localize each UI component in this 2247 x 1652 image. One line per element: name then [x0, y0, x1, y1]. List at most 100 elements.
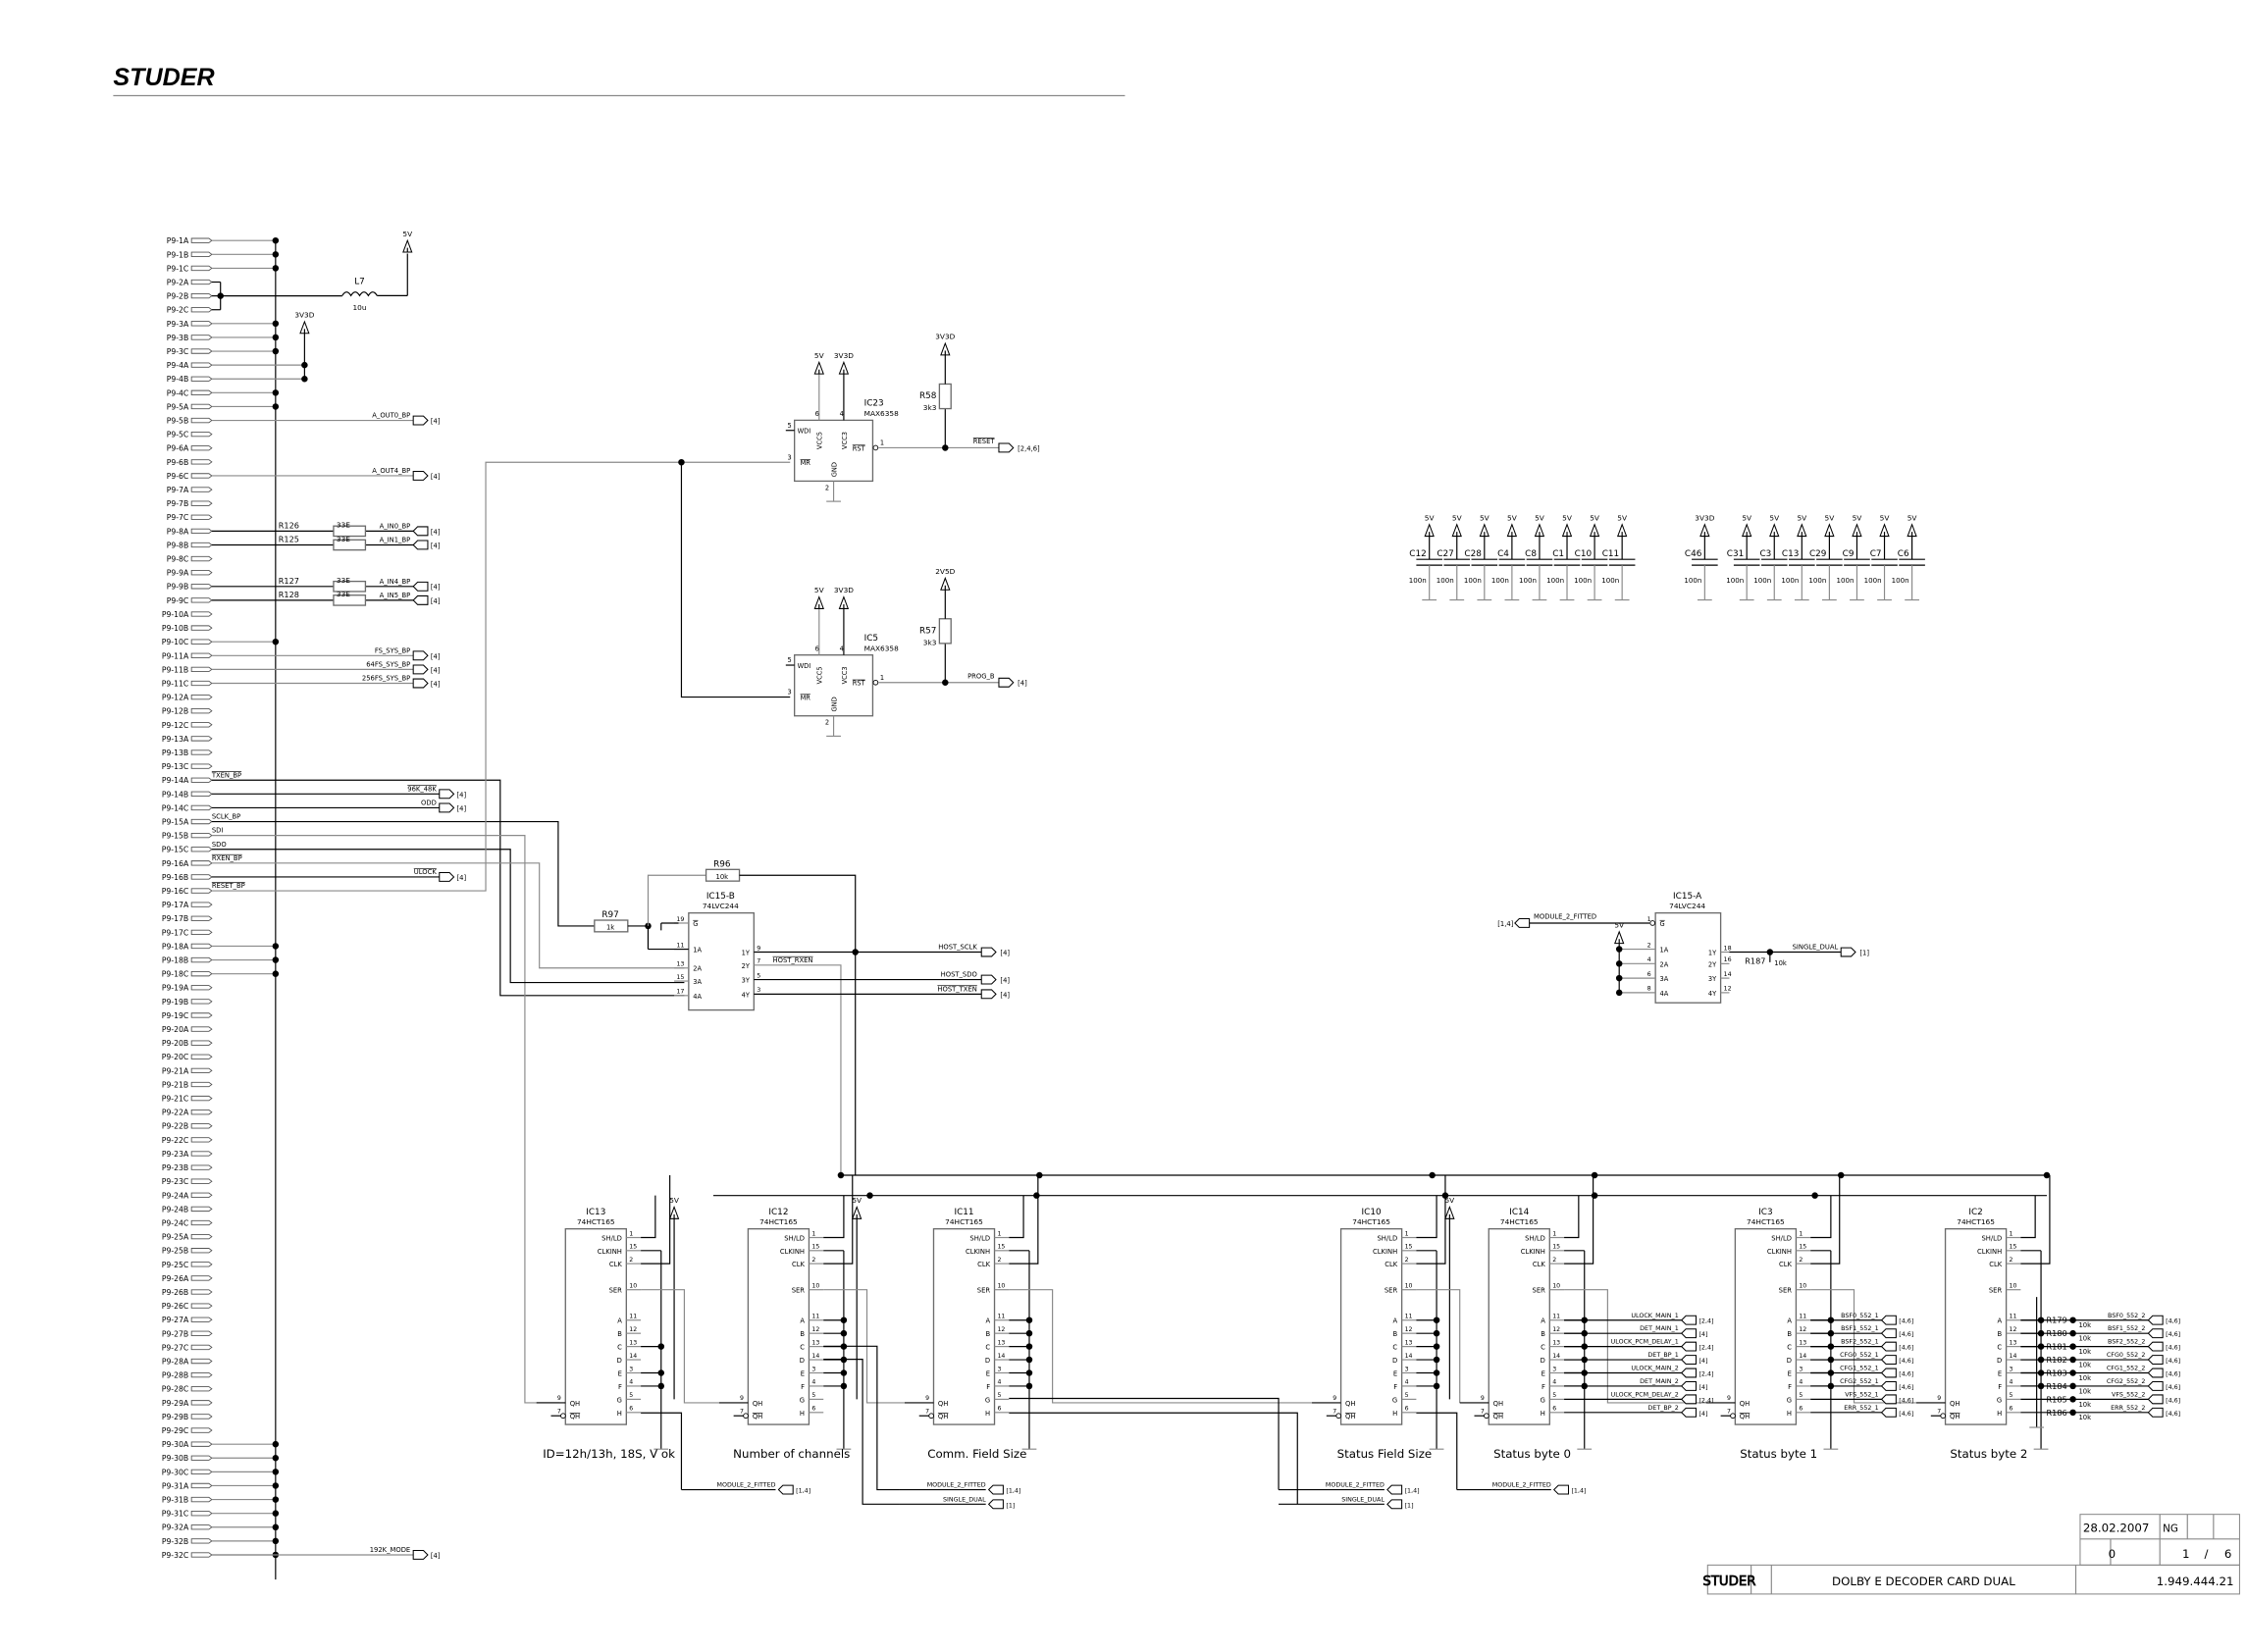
capacitor-ref: C1: [1552, 549, 1564, 559]
connector-pin-label: P9-14B: [162, 790, 188, 799]
signal-label: A_IN5_BP: [380, 592, 411, 599]
pin-label: RST: [853, 680, 866, 688]
component-body: [938, 383, 952, 410]
connector-pin-icon: [190, 403, 213, 410]
wire: [1416, 1195, 1437, 1239]
pin-label: D: [1392, 1357, 1397, 1365]
pin-label: H: [985, 1410, 990, 1418]
connector-pin-icon: [190, 1067, 213, 1074]
connector-pin-icon: [190, 292, 213, 299]
ic-ref: IC3: [1758, 1208, 1772, 1217]
connector-pin-label: P9-5B: [167, 417, 188, 426]
connector-pin-label: P9-32A: [162, 1523, 189, 1532]
connector-pin-icon: [190, 956, 213, 963]
pin-number: 2: [1552, 1257, 1556, 1264]
connector-pin-label: P9-4A: [167, 361, 189, 370]
pin-number: 15: [2010, 1244, 2017, 1251]
pin-label: D: [985, 1357, 990, 1365]
component-body: [794, 654, 874, 717]
pin-number: 12: [1799, 1326, 1806, 1333]
port-ref: [4]: [431, 584, 441, 592]
pin-label: 1A: [1660, 947, 1669, 955]
pin-number: 5: [2010, 1392, 2013, 1399]
connector-pin-icon: [190, 1123, 213, 1129]
connector-pin-icon: [190, 902, 213, 907]
power-label: 5V: [1535, 513, 1544, 522]
pin-label: F: [1788, 1383, 1792, 1391]
pin-number: 14: [1552, 1353, 1560, 1360]
pin-number: 13: [1799, 1339, 1806, 1346]
resistor-ref: R185: [2047, 1394, 2067, 1404]
connector-pin-icon: [190, 1303, 213, 1309]
pin-label: C: [1392, 1344, 1397, 1352]
signal-label: BSF1_552_2: [2108, 1325, 2145, 1332]
port-ref: [4,6]: [2166, 1331, 2180, 1338]
resistor-value: 3k3: [923, 638, 937, 646]
junction-dot: [2069, 1382, 2076, 1390]
connector-pin-icon: [190, 1081, 213, 1088]
junction-dot: [1036, 1171, 1043, 1179]
wire: [739, 874, 857, 1176]
offpage-port-icon: [1880, 1315, 1897, 1325]
signal-label: 256FS_SYS_BP: [362, 675, 410, 683]
signal-label: CFG0_552_1: [1840, 1352, 1879, 1359]
port-ref: [1,4]: [1006, 1488, 1020, 1495]
pin-label: VCC5: [816, 666, 824, 684]
connector-pin-icon: [190, 528, 213, 535]
connector-pin-label: P9-16A: [162, 859, 189, 868]
port-ref: [4,6]: [2166, 1411, 2180, 1418]
component-body: [333, 580, 367, 593]
signal-label: TXEN_BP: [211, 771, 241, 779]
capacitor-ref: C13: [1782, 549, 1799, 559]
pin-label: C: [1787, 1344, 1792, 1352]
pin-number: 3: [997, 1366, 1001, 1372]
port-ref: [1]: [1405, 1502, 1414, 1509]
pin-number: 3: [629, 1366, 633, 1372]
resistor-ref: R97: [601, 910, 618, 920]
pin-label: G: [1660, 920, 1665, 928]
pin-number: 6: [1647, 971, 1651, 978]
pin-label: B: [1541, 1330, 1545, 1338]
junction-dot: [1433, 1343, 1440, 1350]
connector-pin-label: P9-15C: [162, 846, 188, 854]
signal-label: DET_BP_2: [1647, 1405, 1678, 1412]
connector-pin-icon: [190, 832, 213, 839]
pin-number: 7: [1481, 1408, 1485, 1415]
connector-pin-label: P9-16C: [162, 887, 188, 896]
pin-label: B: [1998, 1330, 2003, 1338]
pin-label: A: [1787, 1317, 1792, 1325]
inverter-bubble-icon: [1730, 1413, 1736, 1420]
pin-number: 5: [788, 656, 792, 664]
power-label: 5V: [814, 351, 824, 360]
pin-label: A: [800, 1317, 805, 1325]
power-label: 5V: [1742, 513, 1751, 522]
pin-number: 11: [676, 942, 684, 949]
connector-pin-icon: [190, 818, 213, 825]
junction-dot: [1837, 1171, 1845, 1179]
pin-label: 4Y: [1708, 990, 1717, 998]
connector-pin-icon: [190, 929, 213, 936]
pin-number: 5: [757, 972, 760, 979]
port-ref: [4]: [1698, 1358, 1707, 1365]
resistor-ref: R126: [279, 520, 299, 530]
connector-pin-icon: [190, 431, 213, 438]
connector-pin-label: P9-19C: [162, 1011, 188, 1020]
pin-label: D: [1997, 1357, 2002, 1365]
pin-number: 8: [1647, 986, 1651, 993]
junction-dot: [272, 943, 280, 950]
capacitor-ref: C4: [1497, 549, 1509, 559]
port-ref: [4,6]: [2166, 1370, 2180, 1377]
resistor-value: 10k: [2078, 1361, 2091, 1368]
port-ref: [4]: [431, 1552, 441, 1560]
capacitor-value: 100n: [1864, 576, 1882, 585]
pin-label: CLK: [792, 1261, 806, 1268]
pin-label: QH: [938, 1400, 948, 1408]
pin-label: F: [1542, 1383, 1545, 1391]
connector-pin-icon: [190, 1040, 213, 1046]
wire: [641, 1412, 683, 1490]
signal-label: DET_BP_1: [1647, 1352, 1678, 1359]
pin-number: 11: [811, 1314, 819, 1320]
connector-pin-label: P9-32B: [162, 1537, 188, 1546]
connector-pin-label: P9-9C: [167, 596, 189, 605]
port-ref: [4]: [456, 874, 466, 882]
